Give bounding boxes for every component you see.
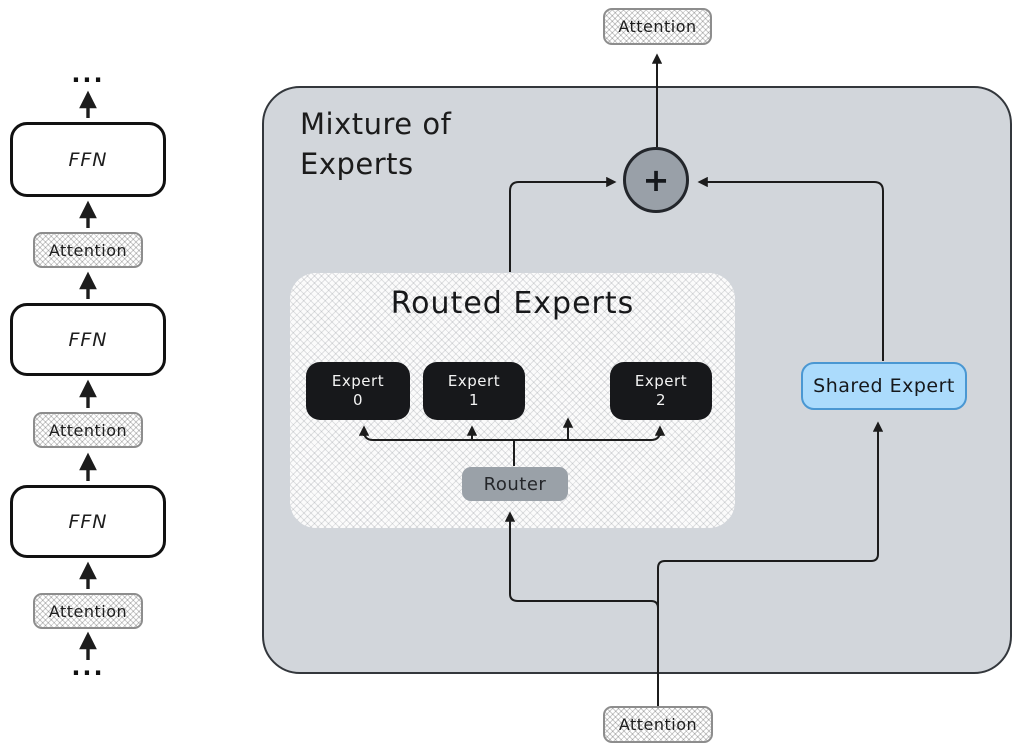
moe-title-line1: Mixture of bbox=[300, 107, 452, 141]
expert-0-node: Expert 0 bbox=[306, 362, 410, 420]
attention-block-3: Attention bbox=[33, 593, 143, 629]
attention-block-1: Attention bbox=[33, 232, 143, 268]
ffn-block-1: FFN bbox=[10, 122, 166, 197]
sum-node: + bbox=[623, 147, 689, 213]
shared-expert-node: Shared Expert bbox=[801, 362, 967, 410]
expert-2-node: Expert 2 bbox=[610, 362, 712, 420]
router-fanout-bus bbox=[363, 430, 661, 441]
expert-1-index: 1 bbox=[468, 391, 480, 409]
router-node: Router bbox=[462, 467, 568, 501]
left-stack-ellipsis-top: ... bbox=[71, 60, 105, 88]
left-stack-ellipsis-bottom: ... bbox=[71, 653, 105, 681]
arrow-input-to-router bbox=[504, 511, 659, 609]
moe-title-line2: Experts bbox=[300, 147, 414, 182]
arrow-input-to-shared-expert bbox=[657, 421, 884, 706]
attention-output-node: Attention bbox=[603, 8, 712, 45]
expert-0-index: 0 bbox=[352, 391, 364, 409]
attention-block-2: Attention bbox=[33, 412, 143, 448]
expert-0-label: Expert bbox=[331, 372, 385, 391]
moe-wires bbox=[358, 53, 884, 706]
routed-experts-title: Routed Experts bbox=[390, 286, 635, 321]
attention-input-node: Attention bbox=[603, 706, 713, 743]
ffn-block-2: FFN bbox=[10, 303, 166, 376]
expert-2-label: Expert bbox=[634, 372, 688, 391]
expert-2-index: 2 bbox=[655, 391, 667, 409]
arrow-routed-to-sum bbox=[509, 176, 617, 272]
ffn-block-3: FFN bbox=[10, 485, 166, 558]
expert-1-node: Expert 1 bbox=[423, 362, 525, 420]
moe-title: Mixture of Experts bbox=[300, 104, 580, 184]
arrow-shared-to-sum bbox=[697, 176, 884, 361]
expert-1-label: Expert bbox=[447, 372, 501, 391]
